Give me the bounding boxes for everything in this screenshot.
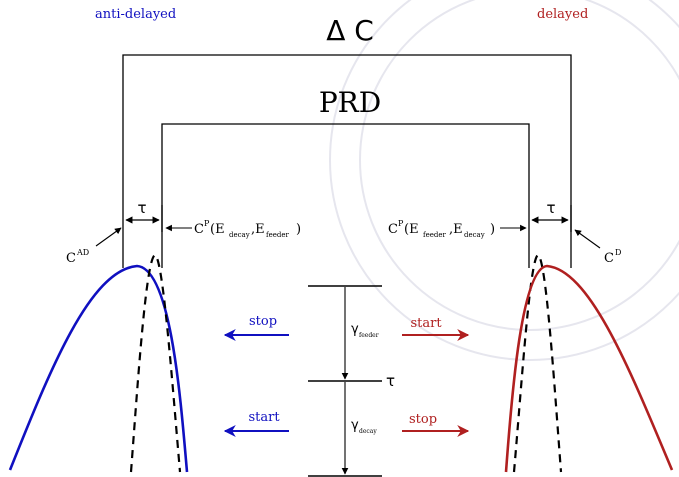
- svg-text:P: P: [398, 219, 404, 228]
- gamma-feeder-label: γ feeder: [351, 322, 379, 339]
- delta-c-label: Δ C: [326, 14, 374, 47]
- svg-text:C: C: [66, 251, 76, 266]
- svg-text:(E: (E: [210, 222, 225, 237]
- svg-text:feeder: feeder: [266, 231, 289, 239]
- c-ad-arrow: [95, 227, 122, 247]
- svg-text:feeder: feeder: [423, 231, 446, 239]
- svg-text:feeder: feeder: [359, 332, 379, 339]
- svg-text:,E: ,E: [449, 222, 463, 237]
- tau-right-label: τ: [546, 199, 555, 217]
- svg-text:C: C: [388, 222, 398, 237]
- anti-delayed-label: anti-delayed: [95, 7, 176, 22]
- c-ad-label: C AD: [66, 248, 89, 266]
- c-d-arrow: [574, 229, 601, 249]
- svg-text:(E: (E: [404, 222, 419, 237]
- left-dashed-pulse-curve: [129, 253, 182, 473]
- cp-left-label: C P (E decay ,E feeder ): [194, 219, 301, 239]
- prd-label: PRD: [319, 86, 381, 119]
- anti-delayed-pulse-curve: [8, 264, 189, 473]
- svg-text:P: P: [204, 219, 210, 228]
- delayed-pulse-curve: [504, 264, 674, 473]
- svg-text:decay: decay: [464, 231, 485, 239]
- svg-text:D: D: [615, 248, 621, 257]
- svg-text:decay: decay: [359, 428, 377, 435]
- tau-left-label: τ: [137, 199, 146, 217]
- cp-right-label: C P (E feeder ,E decay ): [388, 219, 495, 239]
- svg-text:): ): [490, 222, 495, 237]
- right-dashed-pulse-curve: [512, 253, 563, 473]
- svg-text:): ): [296, 222, 301, 237]
- watermark-seal: [329, 0, 679, 361]
- delayed-label: delayed: [537, 7, 588, 22]
- right-start-label: start: [410, 316, 442, 331]
- left-stop-label: stop: [249, 314, 277, 329]
- gamma-decay-label: γ decay: [351, 418, 377, 435]
- svg-text:,E: ,E: [251, 222, 265, 237]
- right-stop-label: stop: [409, 412, 437, 427]
- c-d-label: C D: [604, 248, 621, 266]
- svg-text:C: C: [604, 251, 614, 266]
- svg-text:decay: decay: [229, 231, 250, 239]
- left-start-label: start: [248, 410, 280, 425]
- svg-text:C: C: [194, 222, 204, 237]
- delta-c-bracket: [122, 54, 572, 232]
- prd-bracket: [161, 123, 530, 232]
- svg-text:γ: γ: [351, 322, 359, 337]
- tau-mid-label: τ: [386, 372, 395, 390]
- svg-text:γ: γ: [351, 418, 359, 433]
- svg-text:AD: AD: [76, 248, 89, 257]
